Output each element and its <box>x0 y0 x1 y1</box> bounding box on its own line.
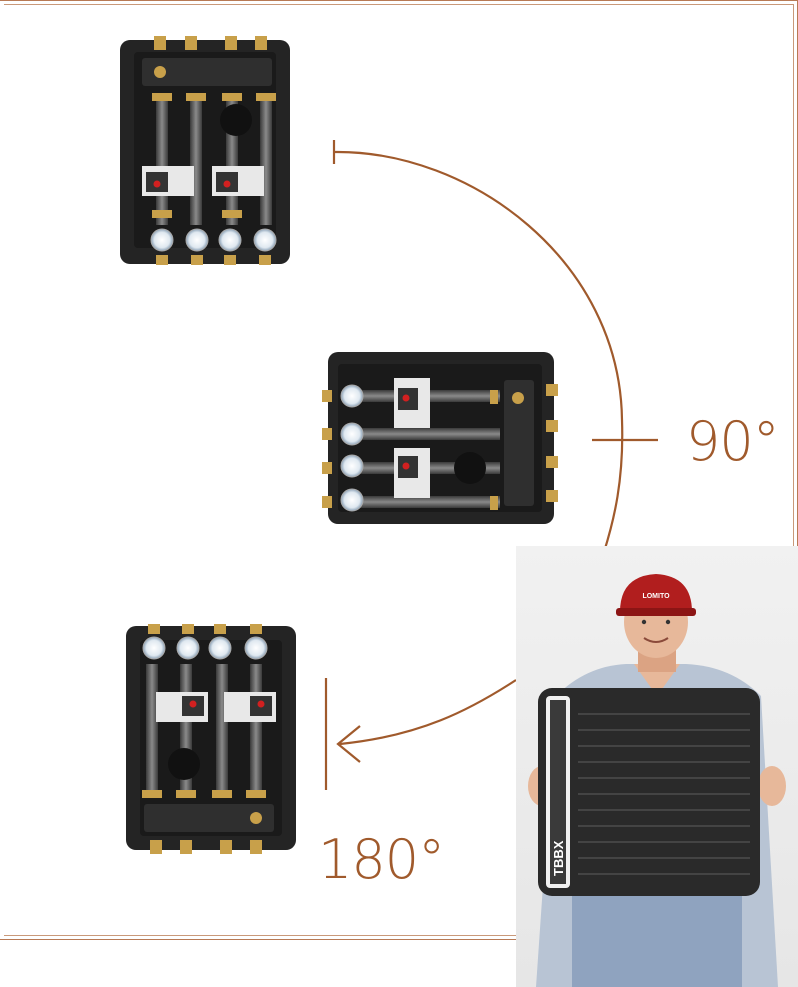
unit-upright <box>120 36 290 265</box>
unit-rotated-180 <box>126 624 296 854</box>
angle-180-label: 180° <box>318 828 445 891</box>
person-illustration: LOMITO TBBX <box>528 574 786 987</box>
insulated-box <box>538 688 760 896</box>
angle-90-label: 90° <box>686 410 780 473</box>
rotation-arc <box>332 140 658 553</box>
unit-rotated-90 <box>322 352 558 524</box>
arrow-left-icon <box>324 678 517 790</box>
cap-logo: LOMITO <box>642 593 670 600</box>
person-photo: LOMITO TBBX <box>516 546 798 987</box>
page-frame-inner <box>4 4 794 936</box>
box-logo: TBBX <box>551 840 566 876</box>
